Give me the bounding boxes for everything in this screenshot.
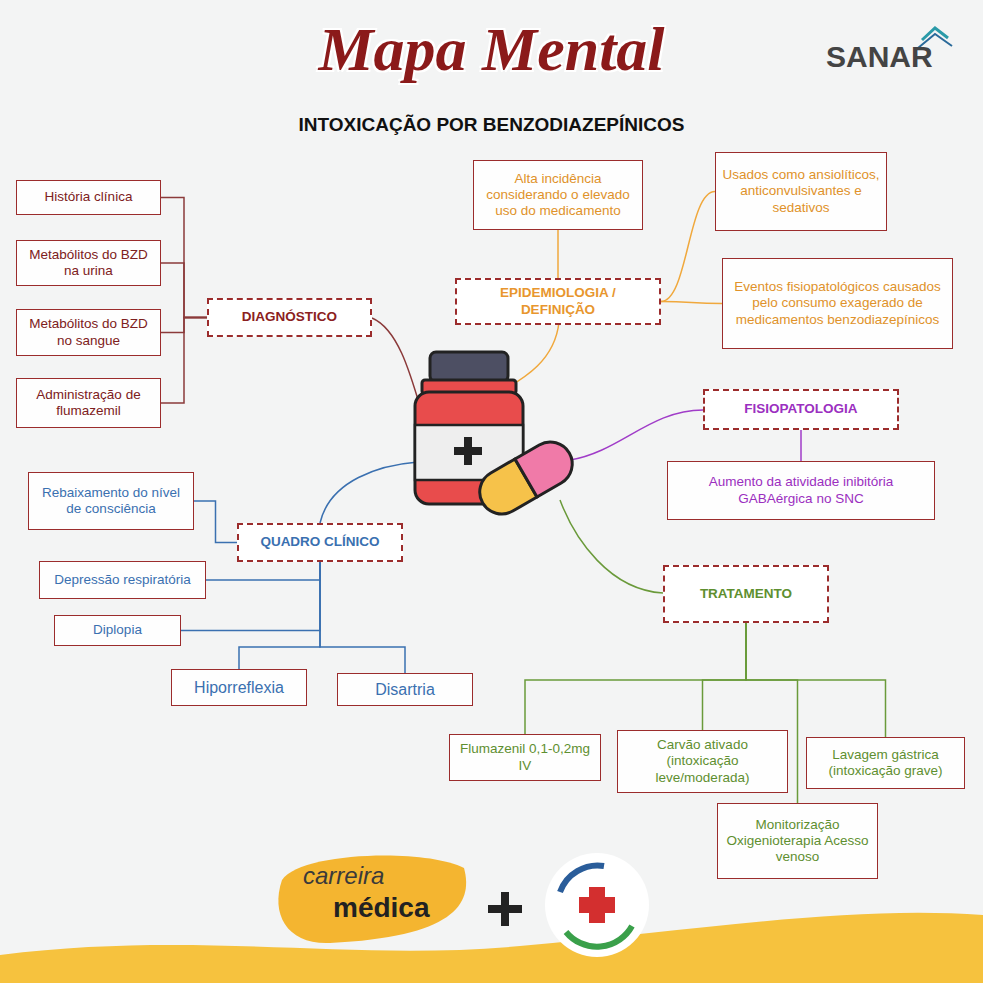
node-text: Carvão ativado (intoxicação leve/moderad… — [624, 737, 781, 786]
subtitle: INTOXICAÇÃO POR BENZODIAZEPÍNICOS — [0, 114, 983, 136]
node-text: Metabólitos do BZD no sangue — [23, 316, 154, 348]
topic-box: Administração de flumazemil — [16, 378, 161, 428]
logo-text: médica — [333, 892, 430, 924]
topic-box: Rebaixamento do nível de consciência — [28, 472, 194, 530]
node-text: Usados como ansiolíticos, anticonvulsiva… — [722, 167, 880, 216]
node-text: TRATAMENTO — [700, 586, 792, 602]
node-text: DIAGNÓSTICO — [242, 309, 337, 325]
node-text: Flumazenil 0,1-0,2mg IV — [456, 741, 594, 773]
node-text: FISIOPATOLOGIA — [744, 401, 857, 417]
node-text: EPIDEMIOLOGIA / DEFINIÇÃO — [463, 285, 653, 317]
connector — [194, 501, 237, 543]
topic-box: Diplopia — [54, 615, 181, 646]
node-text: Rebaixamento do nível de consciência — [35, 485, 187, 517]
connector — [557, 230, 559, 278]
connector — [239, 562, 320, 669]
connector — [161, 263, 207, 318]
topic-box: História clínica — [16, 180, 161, 215]
category-box: EPIDEMIOLOGIA / DEFINIÇÃO — [455, 278, 661, 324]
connector — [703, 623, 747, 730]
connector — [661, 302, 722, 304]
node-text: Hiporreflexia — [194, 678, 284, 697]
connector — [800, 430, 802, 461]
logo-text: carreira — [303, 862, 384, 890]
topic-box: Hiporreflexia — [171, 669, 307, 706]
node-text: Eventos fisiopatológicos causados pelo c… — [729, 279, 946, 328]
branch-line — [570, 410, 703, 460]
node-text: Diplopia — [93, 622, 142, 638]
topic-box: Carvão ativado (intoxicação leve/moderad… — [617, 730, 788, 793]
topic-box: Usados como ansiolíticos, anticonvulsiva… — [715, 152, 887, 231]
topic-box: Metabólitos do BZD no sangue — [16, 309, 161, 355]
topic-box: Metabólitos do BZD na urina — [16, 240, 161, 286]
plus-sign — [488, 892, 522, 926]
node-text: QUADRO CLÍNICO — [260, 534, 379, 550]
topic-box: Aumento da atividade inibitória GABAérgi… — [667, 461, 935, 520]
pill-icon — [472, 434, 581, 522]
node-text: Depressão respiratória — [54, 572, 191, 588]
node-text: Aumento da atividade inibitória GABAérgi… — [674, 474, 928, 506]
logo-blob — [278, 856, 466, 944]
category-box: FISIOPATOLOGIA — [703, 389, 899, 430]
connector — [161, 318, 207, 404]
circle-logo — [545, 853, 649, 957]
node-text: História clínica — [45, 189, 133, 205]
node-text: Monitorização Oxigenioterapia Acesso ven… — [724, 817, 871, 866]
topic-box: Lavagem gástrica (intoxicação grave) — [806, 737, 965, 789]
category-box: QUADRO CLÍNICO — [237, 523, 403, 562]
category-box: DIAGNÓSTICO — [207, 298, 372, 337]
topic-box: Alta incidência considerando o elevado u… — [473, 160, 643, 230]
footer-band — [0, 913, 983, 983]
branch-line — [320, 462, 418, 523]
node-text: Metabólitos do BZD na urina — [23, 247, 154, 279]
connector — [661, 192, 715, 302]
node-text: Disartria — [375, 680, 435, 699]
topic-box: Eventos fisiopatológicos causados pelo c… — [722, 258, 953, 349]
node-text: Lavagem gástrica (intoxicação grave) — [813, 747, 958, 779]
connector — [161, 198, 207, 318]
brand-logo: SANAR — [826, 40, 933, 74]
category-box: TRATAMENTO — [663, 565, 829, 623]
topic-box: Disartria — [337, 673, 473, 706]
topic-box: Flumazenil 0,1-0,2mg IV — [449, 734, 601, 780]
connector — [525, 623, 746, 734]
connector — [206, 562, 320, 580]
connector — [320, 562, 405, 673]
node-text: Alta incidência considerando o elevado u… — [480, 171, 636, 220]
topic-box: Monitorização Oxigenioterapia Acesso ven… — [717, 803, 878, 879]
branch-line — [560, 500, 663, 593]
node-text: Administração de flumazemil — [23, 387, 154, 419]
topic-box: Depressão respiratória — [39, 561, 206, 599]
